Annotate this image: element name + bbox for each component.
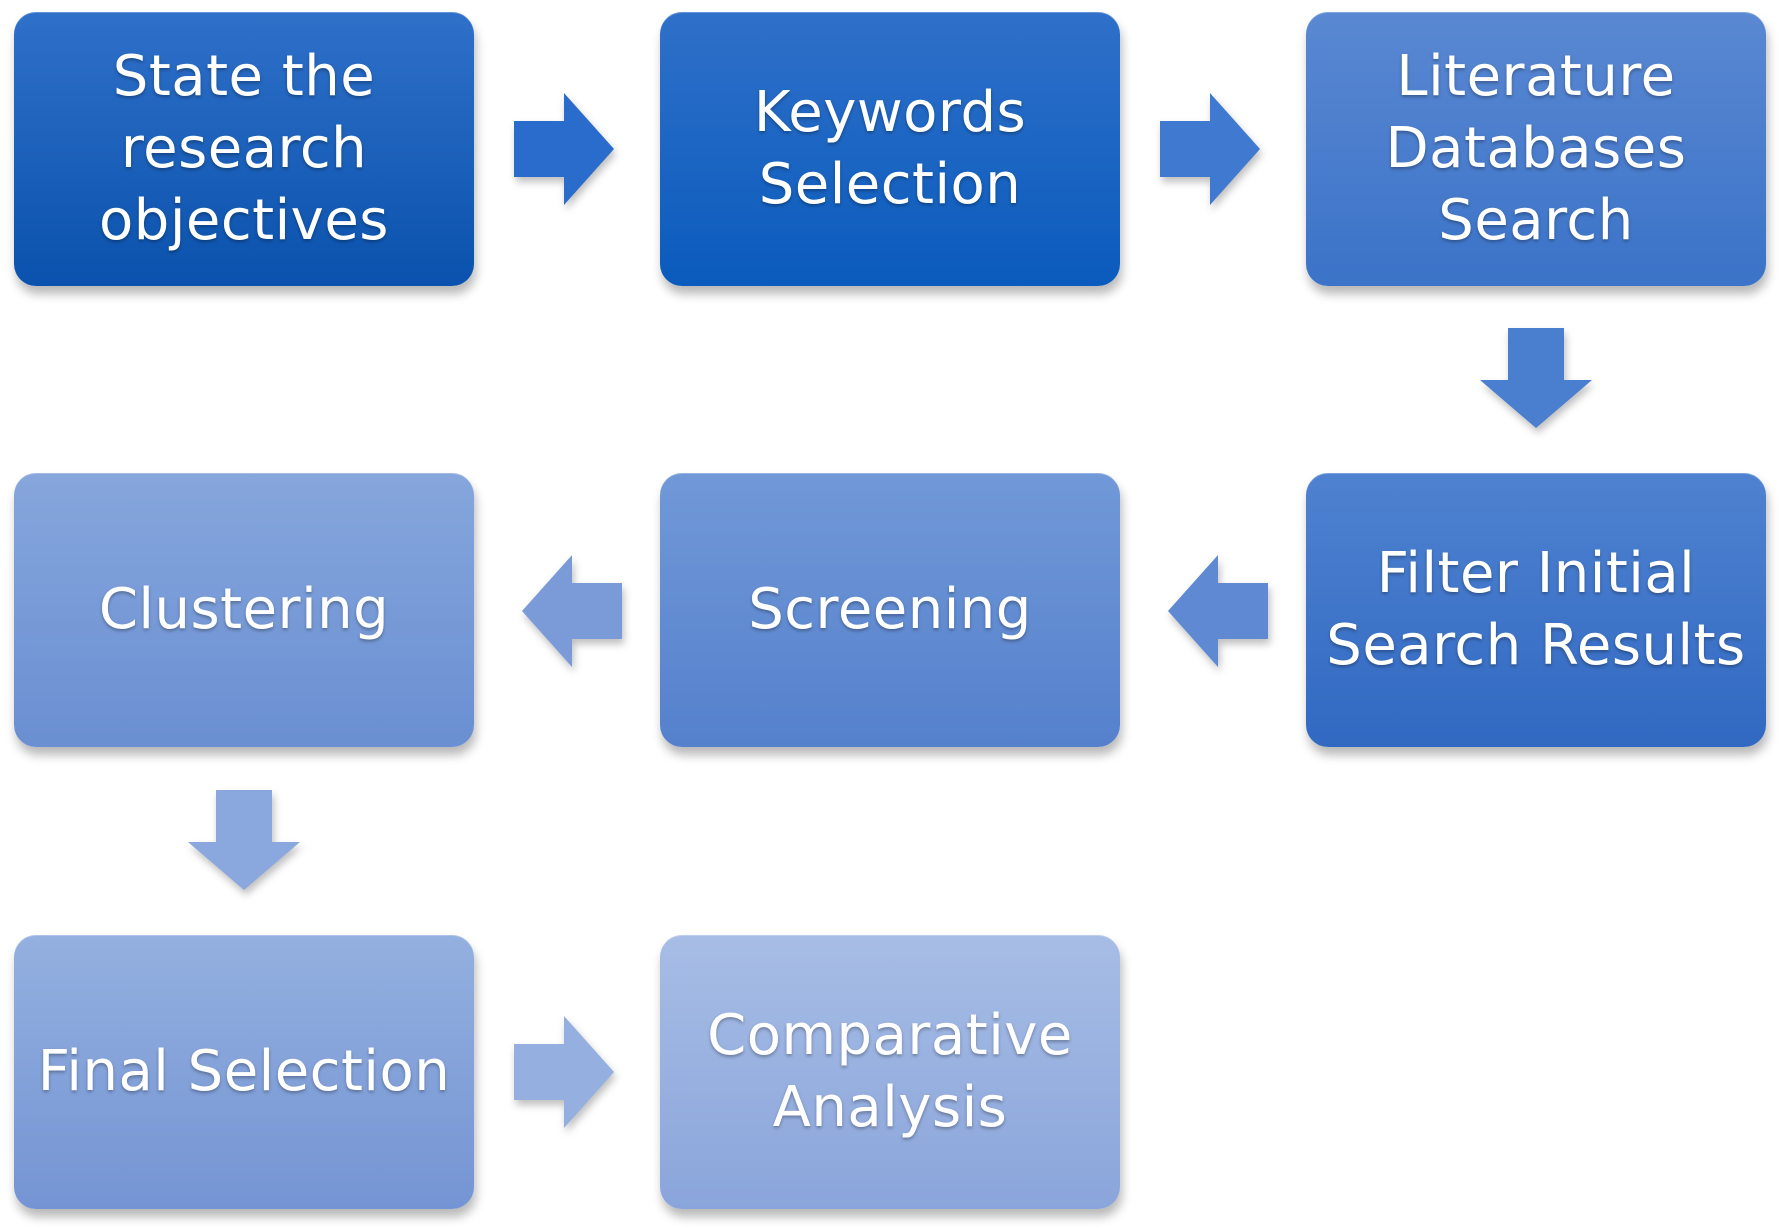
arrow-left-icon <box>1168 555 1268 667</box>
arrow-down-icon <box>188 790 300 890</box>
arrow-right-icon <box>1160 93 1260 205</box>
arrow-left-icon <box>522 555 622 667</box>
step-filter-initial-search-results: Filter Initial Search Results <box>1306 473 1766 747</box>
step-screening: Screening <box>660 473 1120 747</box>
arrow-right-icon <box>514 1016 614 1128</box>
step-state-research-objectives: State the research objectives <box>14 12 474 286</box>
arrow-down-icon <box>1480 328 1592 428</box>
step-keywords-selection: Keywords Selection <box>660 12 1120 286</box>
step-clustering: Clustering <box>14 473 474 747</box>
step-literature-databases-search: Literature Databases Search <box>1306 12 1766 286</box>
step-final-selection: Final Selection <box>14 935 474 1209</box>
arrow-right-icon <box>514 93 614 205</box>
step-comparative-analysis: Comparative Analysis <box>660 935 1120 1209</box>
